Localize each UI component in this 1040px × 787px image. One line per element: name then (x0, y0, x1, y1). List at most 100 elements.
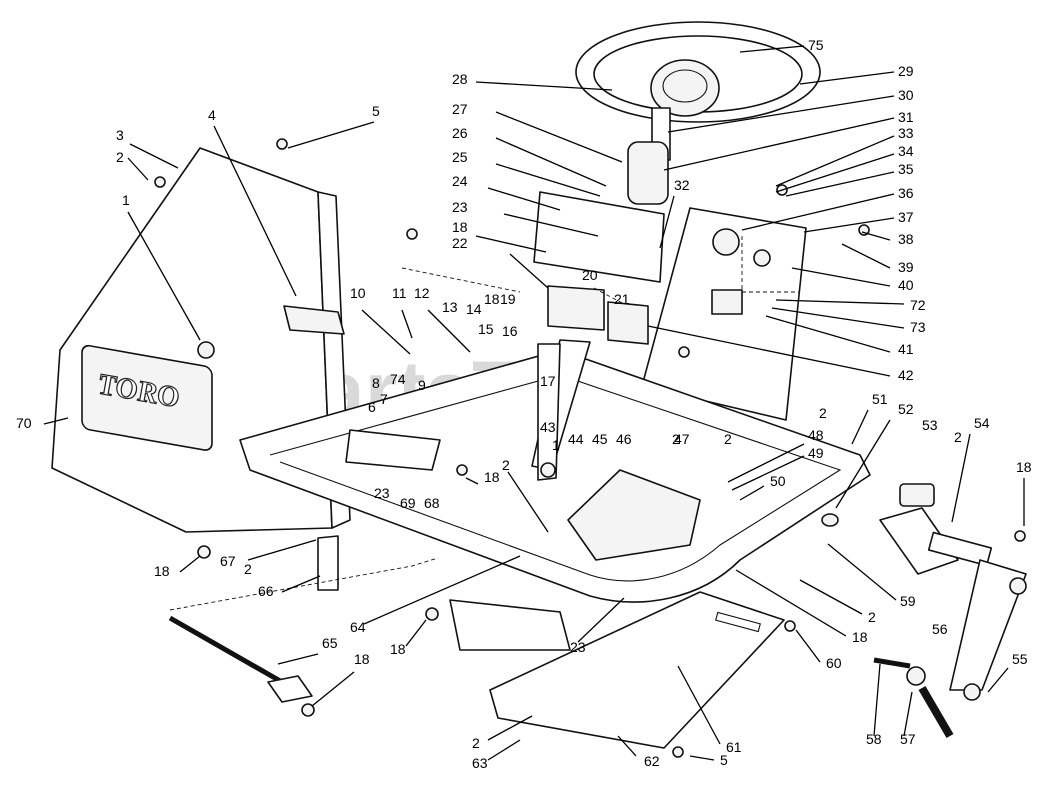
leader-line (987, 667, 1009, 693)
callout-36: 36 (898, 185, 914, 201)
callout-2: 2 (724, 431, 732, 447)
callout-18: 18 (1016, 459, 1032, 475)
leader-line (775, 135, 895, 187)
leader-line (465, 477, 479, 485)
leader-line (495, 137, 607, 187)
callout-19: 19 (500, 291, 516, 307)
leader-line (799, 579, 863, 615)
callout-62: 62 (644, 753, 660, 769)
callout-46: 46 (616, 431, 632, 447)
callout-8: 8 (372, 375, 380, 391)
instrument-panel (641, 207, 807, 421)
callout-65: 65 (322, 635, 338, 651)
leader-line (401, 309, 413, 339)
leader-line (861, 231, 891, 241)
callout-23: 23 (452, 199, 468, 215)
callout-16: 16 (502, 323, 518, 339)
steering-wheel (575, 21, 821, 123)
callout-18: 18 (452, 219, 468, 235)
callout-12: 12 (414, 285, 430, 301)
callout-26: 26 (452, 125, 468, 141)
callout-2: 2 (868, 609, 876, 625)
callout-70: 70 (16, 415, 32, 431)
callout-30: 30 (898, 87, 914, 103)
leader-line (667, 95, 895, 133)
leader-line (247, 539, 317, 561)
callout-13: 13 (442, 299, 458, 315)
floor-pan (567, 469, 701, 561)
callout-2: 2 (672, 431, 680, 447)
leader-line (827, 543, 897, 601)
leader-line (771, 307, 905, 329)
leader-line (663, 117, 895, 171)
callout-61: 61 (726, 739, 742, 755)
leader-line (795, 629, 821, 663)
leader-line (799, 71, 895, 85)
callout-69: 69 (400, 495, 416, 511)
leader-line (765, 315, 891, 353)
callout-2: 2 (116, 149, 124, 165)
callout-14: 14 (466, 301, 482, 317)
callout-58: 58 (866, 731, 882, 747)
callout-25: 25 (452, 149, 468, 165)
callout-51: 51 (872, 391, 888, 407)
callout-42: 42 (898, 367, 914, 383)
callout-21: 21 (614, 291, 630, 307)
leader-line (287, 121, 375, 149)
callout-32: 32 (674, 177, 690, 193)
callout-2: 2 (819, 405, 827, 421)
leader-line (577, 597, 625, 643)
callout-10: 10 (350, 285, 366, 301)
leader-line (803, 217, 895, 233)
leader-line (727, 443, 805, 483)
leader-line (43, 417, 69, 425)
leader-line (281, 575, 321, 593)
callout-35: 35 (898, 161, 914, 177)
callout-11: 11 (392, 285, 407, 301)
long-rod (168, 615, 315, 717)
leader-line (741, 193, 895, 231)
callout-28: 28 (452, 71, 468, 87)
callout-23: 23 (570, 639, 586, 655)
callout-6: 6 (368, 399, 376, 415)
leader-line (361, 309, 411, 355)
leader-line (495, 111, 623, 163)
leader-line (647, 325, 891, 377)
callout-37: 37 (898, 209, 914, 225)
callout-49: 49 (808, 445, 824, 461)
callout-56: 56 (932, 621, 948, 637)
leader-line (213, 125, 297, 297)
leader-line (495, 163, 601, 197)
callout-75: 75 (808, 37, 824, 53)
leader-line (179, 555, 201, 573)
leader-line (841, 243, 891, 269)
callout-2: 2 (472, 735, 480, 751)
leader-line (659, 195, 675, 249)
leader-line (617, 735, 637, 757)
callout-22: 22 (452, 235, 468, 251)
callout-38: 38 (898, 231, 914, 247)
callout-52: 52 (898, 401, 914, 417)
callout-1: 1 (552, 437, 560, 453)
leader-line (405, 619, 427, 647)
leader-line (127, 211, 201, 341)
leader-line (677, 665, 721, 745)
callout-48: 48 (808, 427, 824, 443)
leader-line (791, 267, 891, 287)
bracket (317, 535, 339, 591)
callout-4: 4 (208, 107, 216, 123)
leader-line (873, 663, 881, 737)
callout-5: 5 (720, 752, 728, 768)
leader-line (129, 143, 179, 169)
callout-15: 15 (478, 321, 494, 337)
leader-line (735, 569, 847, 637)
callout-54: 54 (974, 415, 990, 431)
callout-41: 41 (898, 341, 914, 357)
leader-line (739, 485, 765, 501)
callout-3: 3 (116, 127, 124, 143)
leader-line (903, 691, 913, 737)
callout-24: 24 (452, 173, 468, 189)
callout-29: 29 (898, 63, 914, 79)
